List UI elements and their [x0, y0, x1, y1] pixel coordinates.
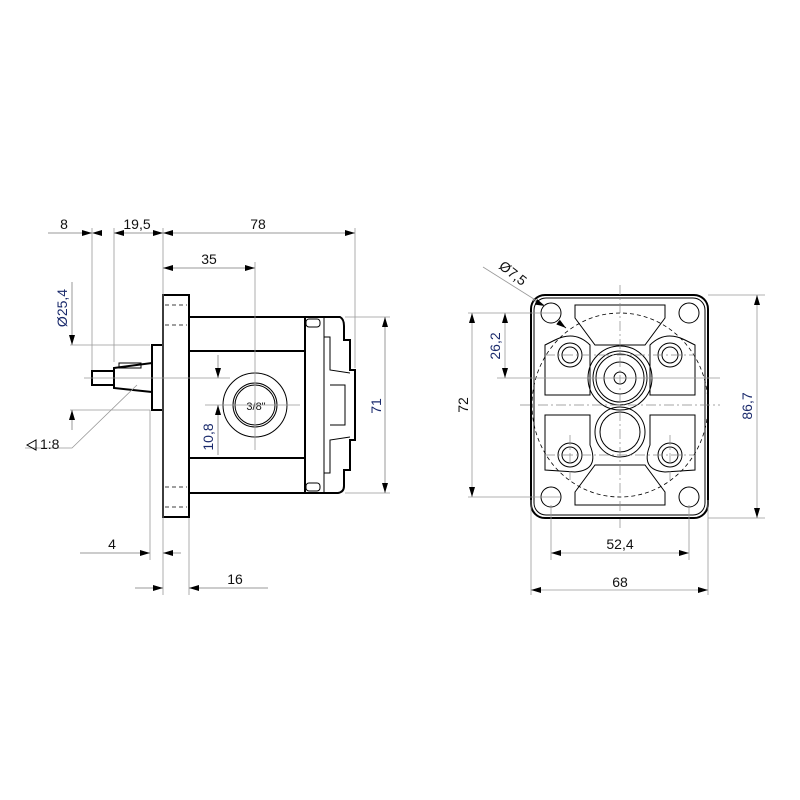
flange-outline: [530, 294, 709, 519]
mounting-flange: [162, 294, 190, 518]
dim-hole-vertical-spacing: 72: [455, 397, 471, 413]
dim-hole-diameter: Ø7,5: [496, 257, 530, 288]
taper-icon: [25, 439, 37, 451]
dim-pilot-depth: 4: [108, 536, 116, 552]
dim-overall-length: 78: [250, 216, 266, 232]
dim-port-offset: 10,8: [200, 423, 216, 450]
pilot-spigot: [151, 344, 164, 411]
dim-body-height: 71: [368, 398, 384, 414]
front-view: Ø7,5 26,2 72 86,7 52,4 68: [455, 257, 765, 595]
dim-hole-horizontal-spacing: 52,4: [606, 536, 633, 552]
dim-flange-thickness: 16: [227, 571, 243, 587]
side-view: 3/8" 8 19,5: [25, 216, 390, 595]
dim-flange-height: 86,7: [739, 392, 755, 419]
dim-hole-to-center: 26,2: [487, 332, 503, 359]
dim-pilot-diameter: Ø25,4: [54, 289, 70, 327]
dim-taper-length: 19,5: [123, 216, 150, 232]
dim-port-position: 35: [201, 251, 217, 267]
end-cover: [305, 316, 356, 494]
port-size-label: 3/8": [246, 401, 265, 413]
pump-body: [188, 316, 306, 494]
taper-ratio: 1:8: [40, 436, 60, 452]
dim-flange-width: 68: [612, 574, 628, 590]
dim-shaft-end-length: 8: [60, 216, 68, 232]
tapered-shaft: [113, 361, 153, 394]
